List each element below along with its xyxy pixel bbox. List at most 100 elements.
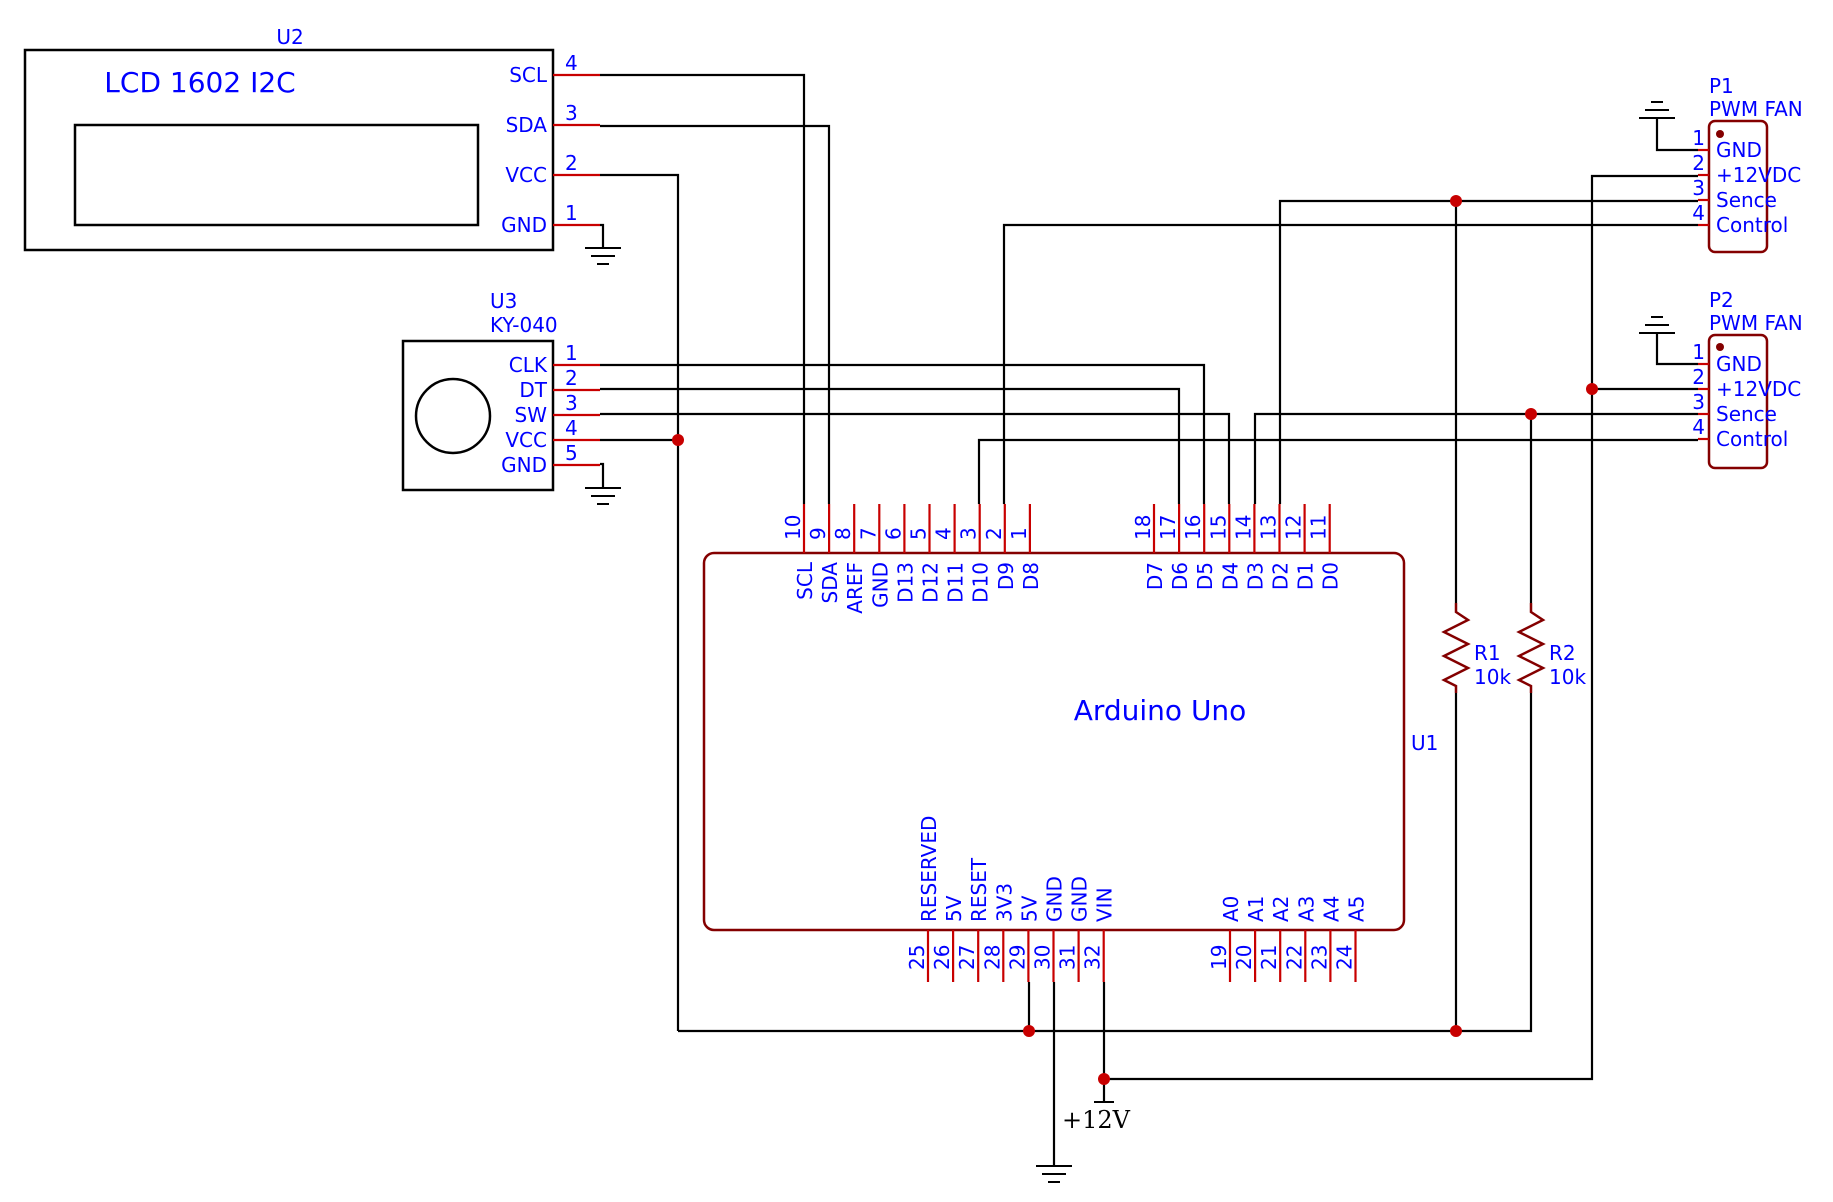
pin-number-label: 3 [565,391,578,415]
lcd-screen [73,123,480,227]
pin-name-label: SCL [793,561,817,600]
pin-name-label: SDA [818,562,842,604]
pin-name-label: D2 [1269,562,1293,590]
pin-number-label: 12 [1282,515,1306,540]
junction-dot [1450,195,1462,207]
pin-name-label: A1 [1244,896,1268,922]
pin-number-label: 7 [856,527,880,540]
wire-clk [600,363,1206,504]
pin-name-label: GND [501,453,547,477]
p2-ref: P2 [1709,288,1734,312]
ground-icon [1036,1165,1072,1183]
pin-name-label: GND [1716,352,1762,376]
pin-number-label: 3 [957,527,981,540]
pin-number-label: 21 [1257,945,1281,970]
pin-name-label: D6 [1168,562,1192,590]
pin-number-label: 10 [781,515,805,540]
pin-number-label: 1 [565,341,578,365]
ground-icon [1639,316,1675,334]
pin-name-label: A3 [1294,896,1318,922]
pin-name-label: GND [868,562,892,608]
wire-p1-sence [1278,199,1698,504]
pin-number-label: 14 [1231,515,1255,540]
ground-icon [585,247,621,265]
pin-name-label: A2 [1269,896,1293,922]
encoder-knob-icon [414,377,492,455]
pin-name-label: SDA [506,113,548,137]
junctions [672,195,1598,1085]
wire-scl [600,73,806,504]
pin-name-label: +12VDC [1716,377,1801,401]
pin-name-label: VIN [1093,887,1117,922]
wire-p2-gnd [1655,333,1698,366]
pin-name-label: VCC [505,428,547,452]
wires [598,73,1698,1165]
r1-ref: R1 [1474,641,1501,665]
junction-dot [672,434,684,446]
pin-name-label: 3V3 [992,883,1016,922]
arduino-title: Arduino Uno [1074,694,1247,727]
ground-icon [1639,101,1675,119]
pin-name-label: A4 [1319,896,1343,922]
wire-12v-bus [1104,174,1698,1081]
power-12v-label: +12V [1062,1106,1131,1134]
pin-number-label: 4 [565,416,578,440]
pin-number-label: 24 [1333,945,1357,970]
ground-icon [585,487,621,505]
pin-name-label: RESERVED [917,816,941,922]
pin-number-label: 19 [1207,945,1231,970]
lcd-title: LCD 1602 I2C [104,66,295,99]
pin-number-label: 32 [1081,945,1105,970]
pin-name-label: CLK [509,353,548,377]
wire-sda [600,124,831,504]
pin-number-label: 20 [1232,945,1256,970]
resistor-r2: R2 10k [1516,603,1586,693]
pin-number-label: 4 [1692,415,1705,439]
pin-name-label: D7 [1143,562,1167,590]
encoder-value: KY-040 [490,313,558,337]
wire-5v-bus [678,693,1533,1033]
pin-number-label: 2 [565,366,578,390]
pin-number-label: 1 [1692,126,1705,150]
pin-name-label: D9 [994,562,1018,590]
ground-symbols [585,101,1675,1183]
pin-name-label: A0 [1219,896,1243,922]
pin-number-label: 9 [806,527,830,540]
p2-outline [1707,333,1769,470]
pin1-marker-icon [1716,130,1724,138]
pin-number-label: 29 [1005,945,1029,970]
pin-number-label: 3 [1692,390,1705,414]
lcd-outline [23,48,555,252]
pin-number-label: 6 [881,527,905,540]
arduino-uno: Arduino Uno U1 10SCL9SDA8AREF7GND6D135D1… [702,504,1438,982]
pin-number-label: 23 [1307,945,1331,970]
pin-number-label: 26 [930,945,954,970]
pin-number-label: 13 [1257,515,1281,540]
p1-value: PWM FAN [1709,97,1803,121]
pin-number-label: 1 [1007,527,1031,540]
junction-dot [1450,1025,1462,1037]
pin-name-label: Sence [1716,402,1777,426]
pin-name-label: GND [1068,876,1092,922]
pin-name-label: D11 [944,562,968,603]
wire-p1-gnd [1655,118,1698,152]
junction-dot [1098,1073,1110,1085]
pin-name-label: GND [1043,876,1067,922]
arduino-ref: U1 [1411,731,1438,755]
pin-number-label: 4 [1692,201,1705,225]
pin-number-label: 16 [1181,515,1205,540]
encoder-ref: U3 [490,289,517,313]
pin-number-label: 30 [1031,945,1055,970]
pin-number-label: 5 [565,441,578,465]
pin-number-label: 3 [1692,176,1705,200]
wire-p1-control [1002,223,1698,504]
wire-sw [600,412,1231,504]
pin-name-label: GND [501,213,547,237]
